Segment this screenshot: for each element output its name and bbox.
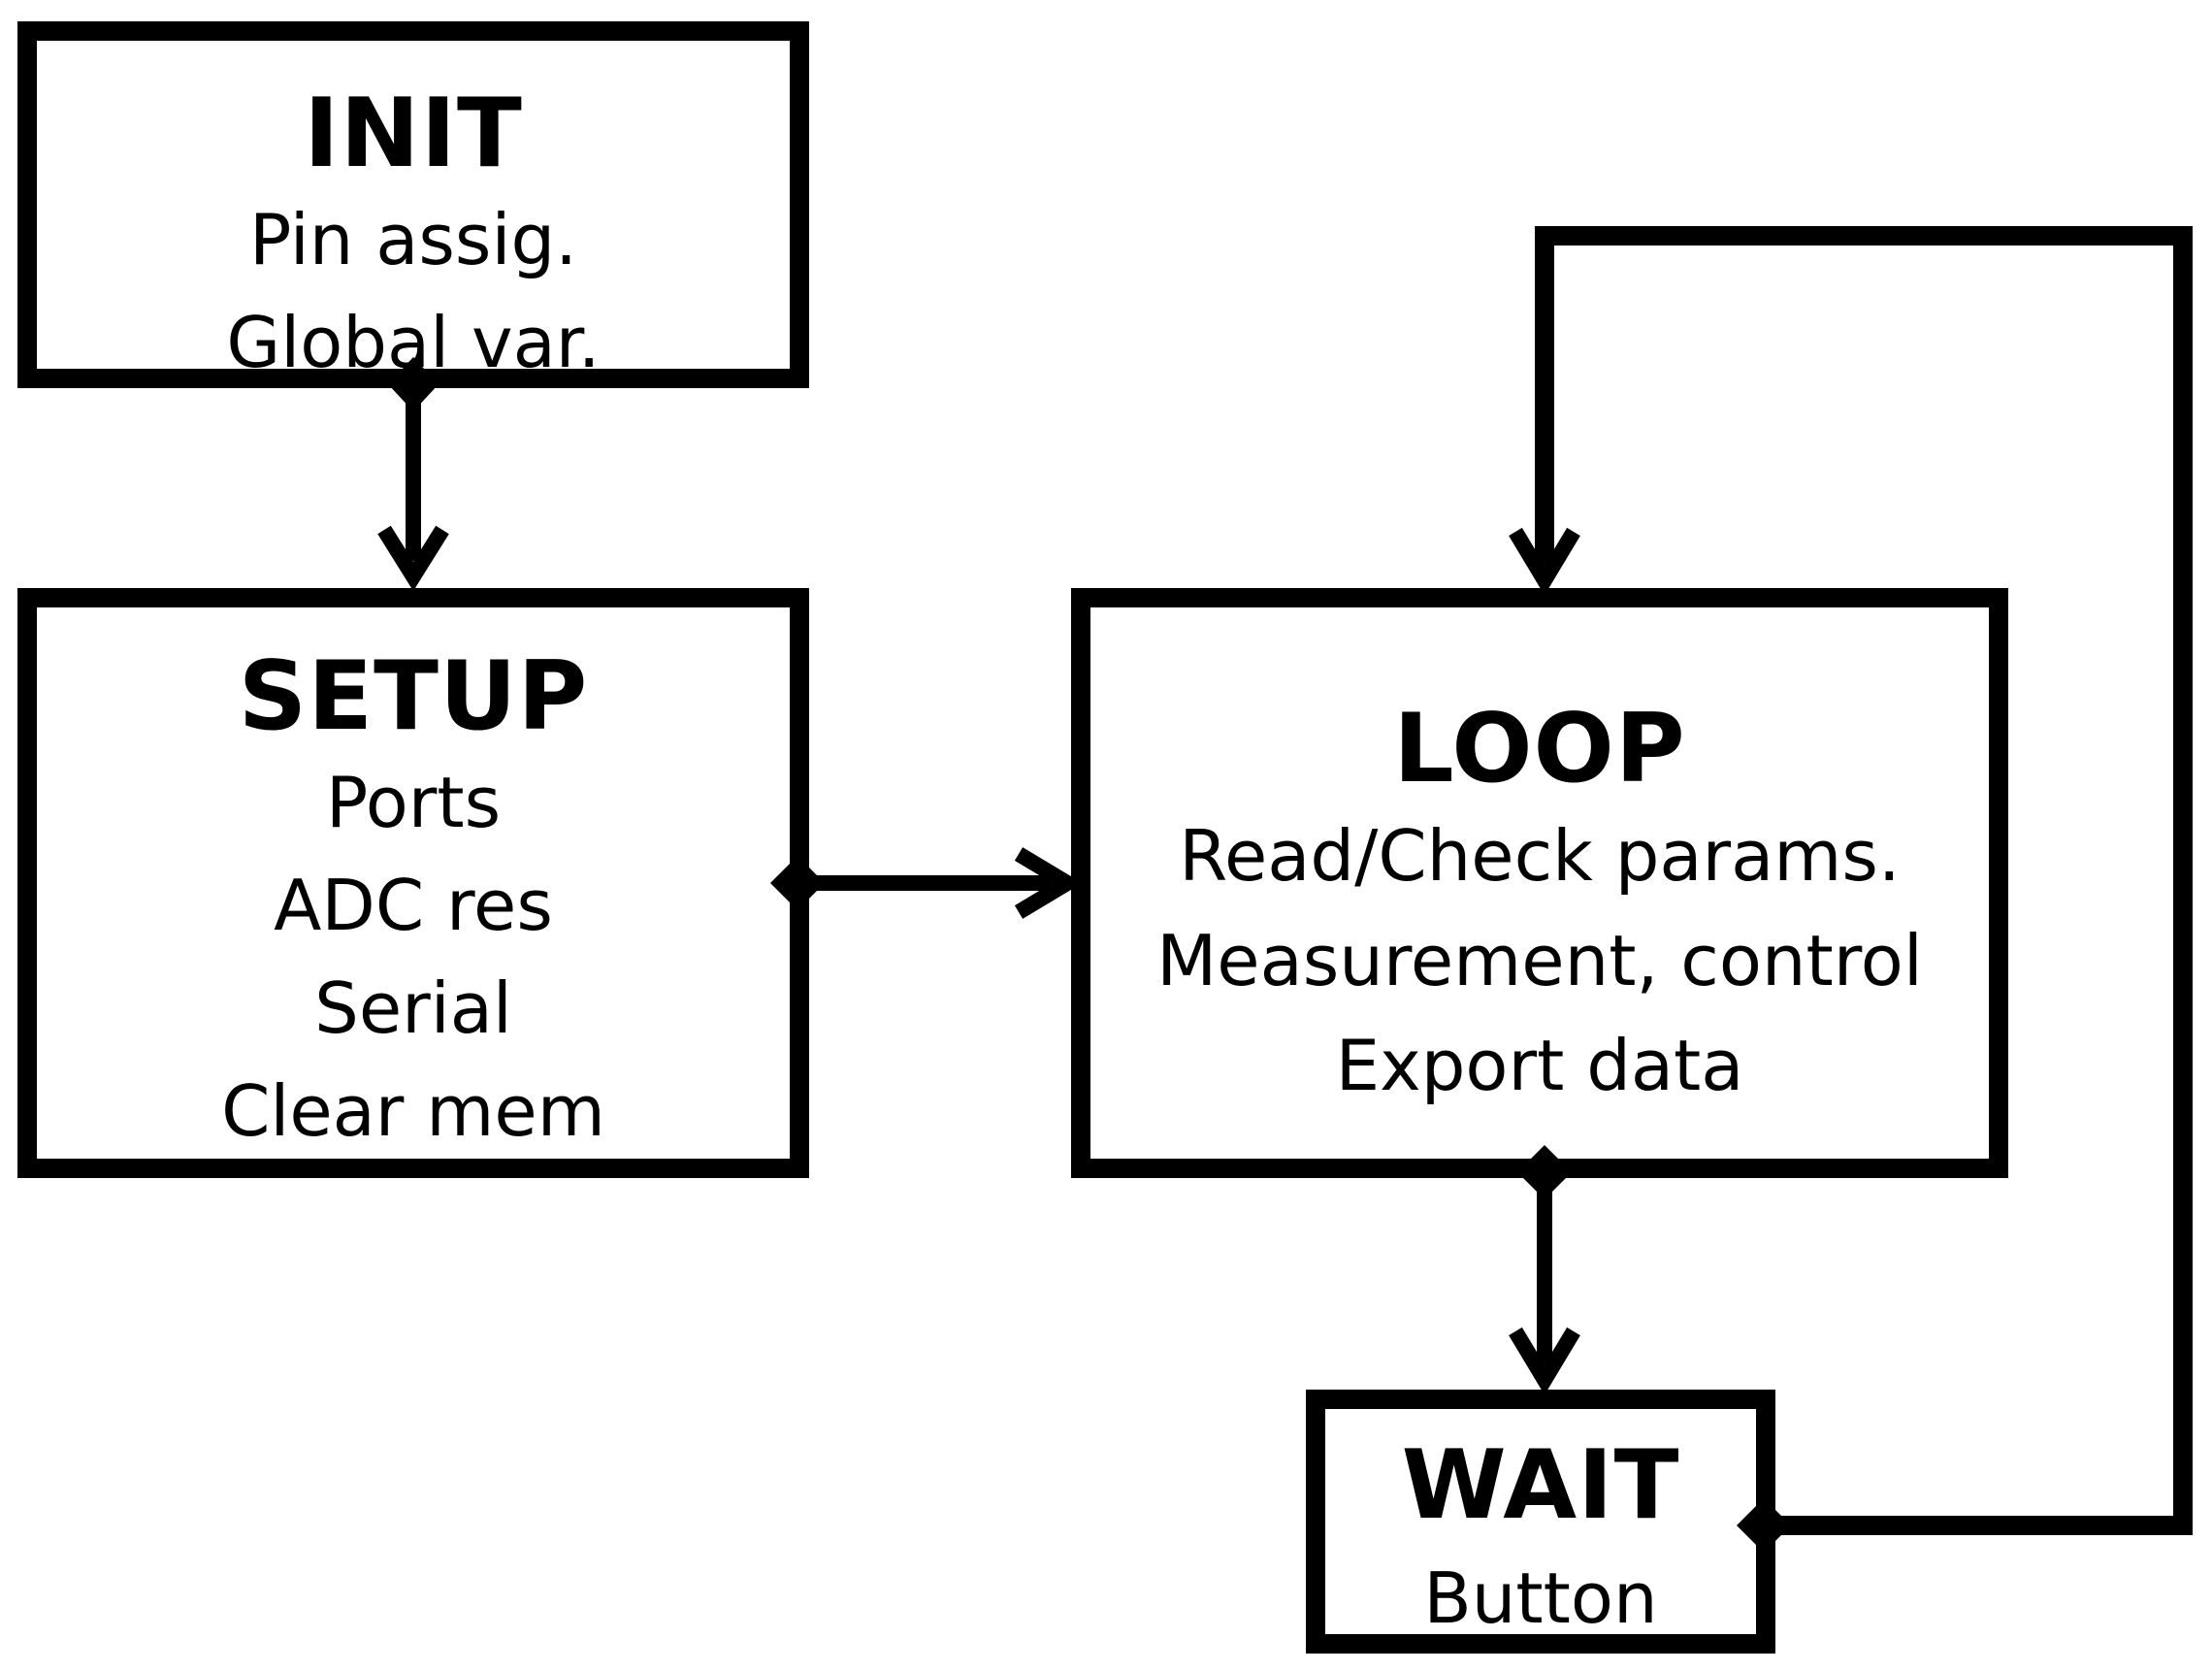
setup-block: SETUP Ports ADC res Serial Clear mem	[17, 588, 809, 1178]
edge-setup-to-loop	[770, 847, 1083, 919]
edge-wait-loop-line	[1535, 226, 2193, 1535]
edge-setup-loop-start-diamond	[770, 856, 825, 910]
loop-title: LOOP	[1393, 694, 1686, 804]
loop-line-read-check: Read/Check params.	[1179, 815, 1901, 897]
setup-line-ports: Ports	[325, 762, 502, 843]
setup-line-clear-mem: Clear mem	[221, 1070, 605, 1152]
wait-block: WAIT Button	[1306, 1390, 1775, 1654]
loop-line-measurement: Measurement, control	[1156, 920, 1923, 1001]
edge-wait-loop-arrowhead	[1509, 527, 1580, 596]
edge-loop-wait-start-diamond	[1517, 1145, 1572, 1199]
setup-line-serial: Serial	[314, 967, 512, 1049]
edge-loop-to-wait	[1509, 1145, 1580, 1395]
edge-setup-loop-arrowhead	[1014, 847, 1083, 919]
edge-wait-loop-start-diamond	[1737, 1498, 1791, 1553]
wait-title: WAIT	[1401, 1430, 1680, 1541]
edge-init-setup-start-diamond	[388, 357, 439, 411]
setup-title: SETUP	[238, 641, 589, 752]
edge-loop-wait-arrowhead	[1509, 1327, 1580, 1395]
edge-init-setup-arrowhead	[377, 525, 449, 592]
loop-block: LOOP Read/Check params. Measurement, con…	[1071, 588, 2008, 1178]
loop-line-export: Export data	[1335, 1025, 1744, 1106]
edge-wait-to-loop	[1509, 226, 2193, 1553]
setup-line-adc-res: ADC res	[274, 865, 553, 946]
wait-line-button: Button	[1423, 1557, 1658, 1639]
edge-init-to-setup	[377, 357, 449, 592]
init-line-pin-assignment: Pin assig.	[248, 199, 578, 280]
init-title: INIT	[304, 79, 523, 189]
